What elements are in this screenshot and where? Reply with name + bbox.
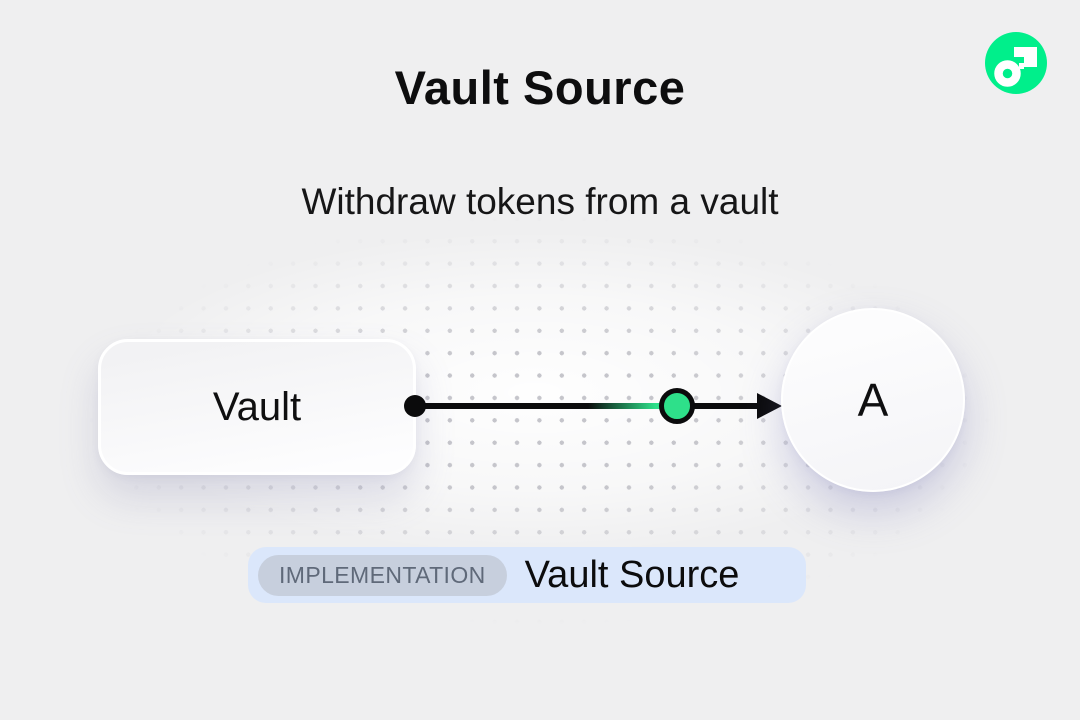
token-dot (659, 388, 695, 424)
edge-start-dot (404, 395, 426, 417)
edge-line (414, 403, 760, 409)
account-node-label: A (857, 374, 889, 426)
account-node: A (781, 308, 965, 492)
implementation-tag: IMPLEMENTATION (258, 554, 507, 596)
token-trail (588, 403, 663, 409)
vault-node-label: Vault (212, 384, 302, 429)
flow-logo-icon (985, 32, 1047, 94)
vault-node: Vault (98, 339, 416, 475)
caption-title: Vault Source (524, 553, 740, 596)
page-title: Vault Source (394, 61, 686, 114)
arrowhead-icon (757, 393, 782, 419)
page-subtitle: Withdraw tokens from a vault (301, 181, 779, 222)
flow-logo (985, 32, 1047, 94)
caption-badge: IMPLEMENTATION Vault Source (248, 547, 806, 603)
